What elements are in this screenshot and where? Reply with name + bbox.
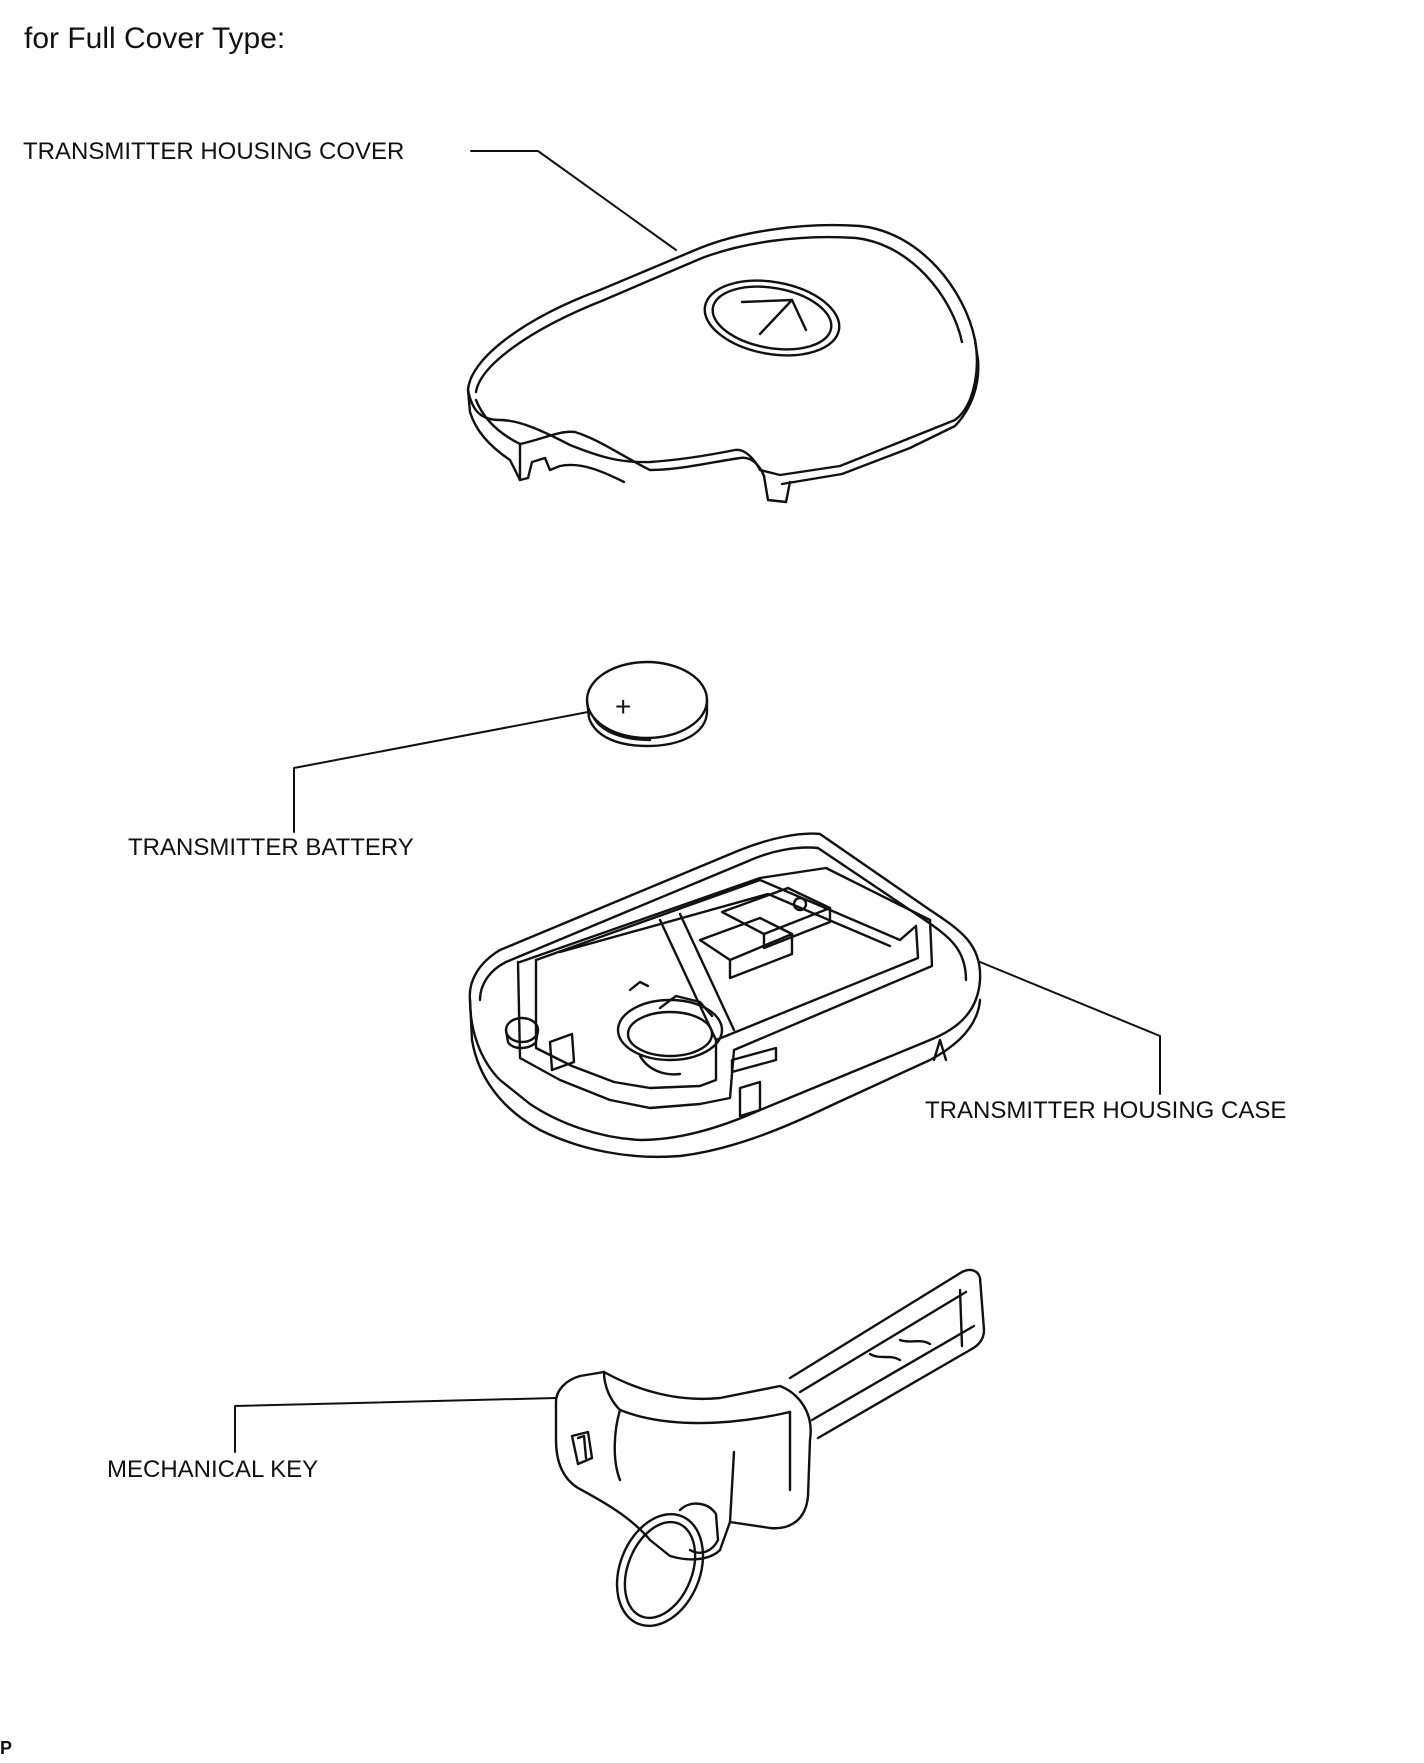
footer-mark: P: [0, 1738, 13, 1758]
battery-plus-symbol: +: [615, 691, 631, 722]
battery-leader-line: [293, 711, 589, 833]
mechanical-key: [554, 1268, 986, 1628]
case-leader-line: [979, 961, 1161, 1095]
transmitter-housing-cover: [466, 223, 980, 504]
key-leader-line: [234, 1397, 557, 1453]
diagram-heading: for Full Cover Type:: [24, 22, 286, 55]
label-transmitter-battery: TRANSMITTER BATTERY: [128, 834, 414, 861]
transmitter-housing-case: [468, 832, 982, 1159]
label-transmitter-housing-case: TRANSMITTER HOUSING CASE: [925, 1097, 1287, 1124]
label-transmitter-housing-cover: TRANSMITTER HOUSING COVER: [23, 138, 405, 165]
label-mechanical-key: MECHANICAL KEY: [107, 1456, 319, 1483]
cover-leader-line: [470, 150, 677, 251]
transmitter-battery: +: [585, 660, 709, 748]
